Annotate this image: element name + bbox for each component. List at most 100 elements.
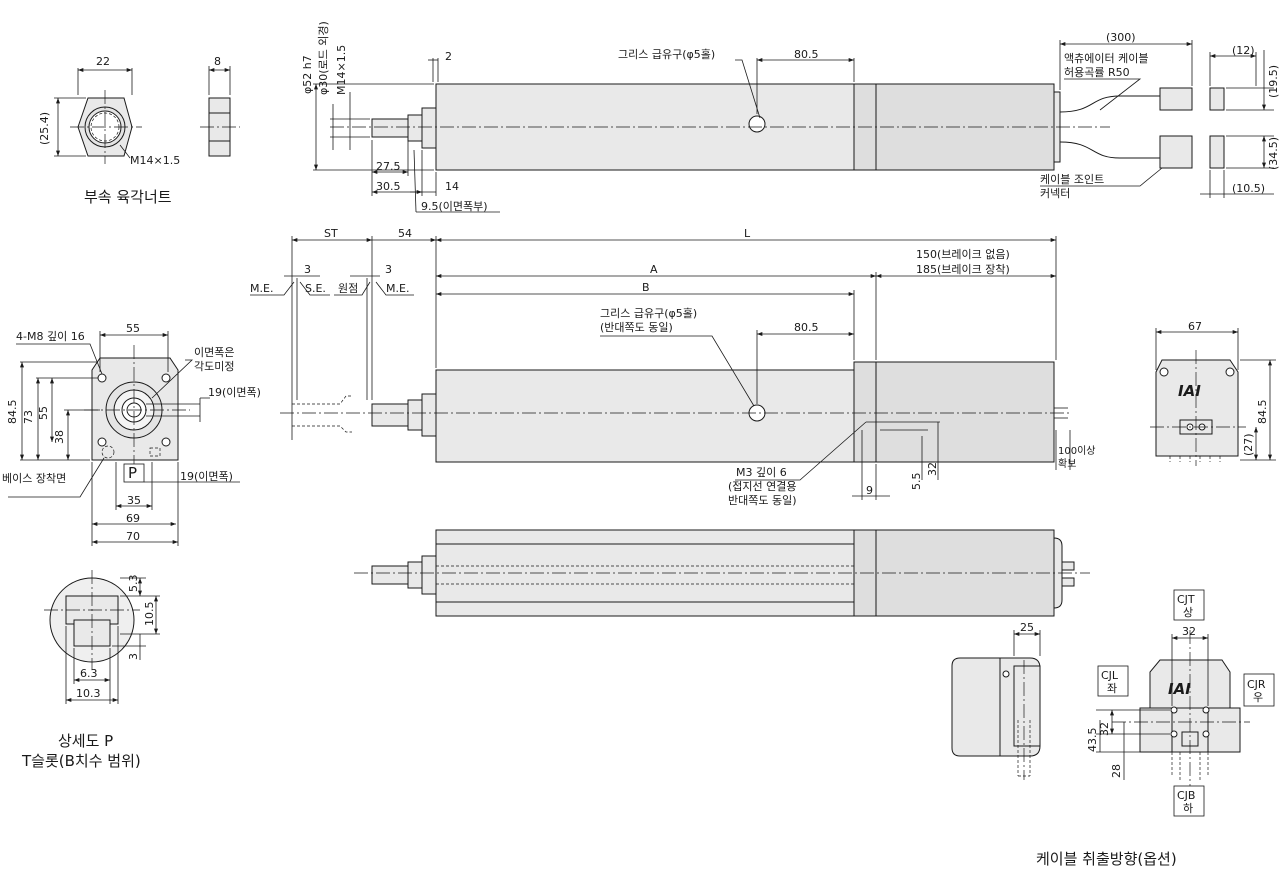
cjl-label: CJL <box>1101 669 1119 682</box>
p-d53-label: 5.3 <box>127 575 140 593</box>
option-side-housing <box>951 657 1001 757</box>
front-d55v-label: 55 <box>37 406 50 420</box>
nut-thickness-label: 8 <box>214 55 221 68</box>
nut-caption: 부속 육각너트 <box>84 188 172 206</box>
rear-d845-label: 84.5 <box>1256 400 1269 425</box>
se-label: S.E. <box>305 282 326 295</box>
dim-14-label: 14 <box>445 180 459 193</box>
front-view: 55 4-M8 깊이 16 이면폭은 각도미정 84.5 73 55 38 19… <box>2 322 261 546</box>
front-d55-label: 55 <box>126 322 140 335</box>
cjb-label: CJB <box>1177 789 1195 802</box>
top-view: φ52 h7 φ30(로드 외경) M14×1.5 2 27.5 30.5 14… <box>301 21 1280 213</box>
detail-p: 5.3 10.5 3 6.3 10.3 상세도 P T슬롯(B치수 범위) <box>21 570 160 770</box>
d52-label: φ52 h7 <box>301 55 314 94</box>
nut-width-label: 22 <box>96 55 110 68</box>
cjl-dir-label: 좌 <box>1107 682 1117 695</box>
opt-d32-label: 32 <box>1182 625 1196 638</box>
d30-label: φ30(로드 외경) <box>317 21 330 95</box>
brake-none-label: 150(브레이크 없음) <box>916 248 1010 261</box>
joint-label: 케이블 조인트 <box>1040 173 1104 186</box>
grease-top-label: 그리스 급유구(φ5홀) <box>618 48 715 61</box>
rear-view: IAI 67 84.5 (27) <box>1150 320 1276 466</box>
cjr-label: CJR <box>1247 678 1266 691</box>
p-d3-label: 3 <box>127 653 140 660</box>
d35-label: 35 <box>127 494 141 507</box>
d3-right-label: 3 <box>385 263 392 276</box>
d54-label: 54 <box>398 227 412 240</box>
cable-options-caption: 케이블 취출방향(옵션) <box>1036 850 1177 868</box>
m3-label: M3 깊이 6 <box>736 466 787 479</box>
nut-corner-label: (25.4) <box>38 112 51 145</box>
st-label: ST <box>324 227 338 240</box>
c105-label: (10.5) <box>1232 182 1265 195</box>
option-logo: IAI <box>1168 680 1191 698</box>
l-label: L <box>744 227 751 240</box>
dim-305-label: 30.5 <box>376 180 401 193</box>
cable-options: 25 IAI 32 43.5 32 28 CJT 상 CJL 좌 CJR 우 <box>951 589 1275 868</box>
d69-label: 69 <box>126 512 140 525</box>
grease-side-label-2: (반대쪽도 동일) <box>600 320 673 334</box>
side-motor-body <box>853 361 1055 463</box>
cjt-dir-label: 상 <box>1183 606 1193 619</box>
opt-d32v-label: 32 <box>1098 722 1111 736</box>
m3-label-3: 반대쪽도 동일) <box>728 493 797 507</box>
min100-label: 100이상 <box>1058 445 1096 457</box>
brake-with-label: 185(브레이크 장착) <box>916 263 1010 276</box>
me-right-label: M.E. <box>386 282 409 295</box>
rear-logo: IAI <box>1178 382 1201 400</box>
bottom-rod <box>371 565 409 585</box>
bottom-view <box>354 529 1090 617</box>
dim-805-side-label: 80.5 <box>794 321 819 334</box>
min100-label-2: 확보 <box>1058 458 1076 470</box>
m14-label: M14×1.5 <box>335 45 348 95</box>
cable-bend-label-2: 허용곡률 R50 <box>1064 66 1130 79</box>
c12-label: (12) <box>1232 44 1255 57</box>
opt-d25-label: 25 <box>1020 621 1034 634</box>
cjt-label: CJT <box>1177 593 1195 606</box>
grease-side-label: 그리스 급유구(φ5홀) <box>600 307 697 320</box>
c345-label: (34.5) <box>1267 137 1280 170</box>
p-label: P <box>128 464 137 482</box>
side-actuator-body <box>435 369 855 463</box>
base-label: 베이스 장착면 <box>2 472 66 485</box>
p-d103-label: 10.3 <box>76 687 101 700</box>
d19a-label: 19(이면폭) <box>208 386 261 399</box>
rear-d67-label: 67 <box>1188 320 1202 333</box>
dim-805-top-label: 80.5 <box>794 48 819 61</box>
hex-nut-view: 22 (25.4) M14×1.5 8 부속 육각너트 <box>38 55 240 206</box>
joint-label-2: 커넥터 <box>1040 187 1070 200</box>
nut-thread-label: M14×1.5 <box>130 154 180 167</box>
detail-p-caption-2: T슬롯(B치수 범위) <box>21 752 141 770</box>
cable-bend-label: 액츄에이터 케이블 <box>1064 52 1148 65</box>
c195-label: (19.5) <box>1267 65 1280 98</box>
side-view: ST 54 L 3 3 M.E. S.E. 원점 M.E. A B 150(브레… <box>250 227 1096 507</box>
m3-label-2: (접지선 연결용 <box>728 480 797 493</box>
a-label: A <box>650 263 658 276</box>
origin-label: 원점 <box>338 282 358 295</box>
top-rod <box>371 118 409 138</box>
angle-label-2: 각도미정 <box>194 360 234 373</box>
opt-d435-label: 43.5 <box>1086 728 1099 753</box>
front-d38-label: 38 <box>53 430 66 444</box>
d70-label: 70 <box>126 530 140 543</box>
d3-left-label: 3 <box>304 263 311 276</box>
front-d845-label: 84.5 <box>6 400 19 425</box>
p-d105-label: 10.5 <box>143 602 156 627</box>
b-label: B <box>642 281 650 294</box>
d55-label: 5.5 <box>910 473 923 491</box>
p-d63-label: 6.3 <box>80 667 98 680</box>
d32-label: 32 <box>926 462 939 476</box>
side-rod <box>371 403 409 427</box>
rear-housing <box>1155 359 1239 457</box>
grease-port-top <box>748 115 766 133</box>
cable-length-label: (300) <box>1106 31 1136 44</box>
dim-95-label: 9.5(이면폭부) <box>421 200 488 213</box>
me-left-label: M.E. <box>250 282 273 295</box>
front-d73-label: 73 <box>22 410 35 424</box>
opt-d28-label: 28 <box>1110 764 1123 778</box>
dim-275-label: 27.5 <box>376 160 401 173</box>
detail-p-caption: 상세도 P <box>58 732 113 750</box>
cjb-dir-label: 하 <box>1183 801 1193 815</box>
d19b-label: 19(이면폭) <box>180 470 233 483</box>
